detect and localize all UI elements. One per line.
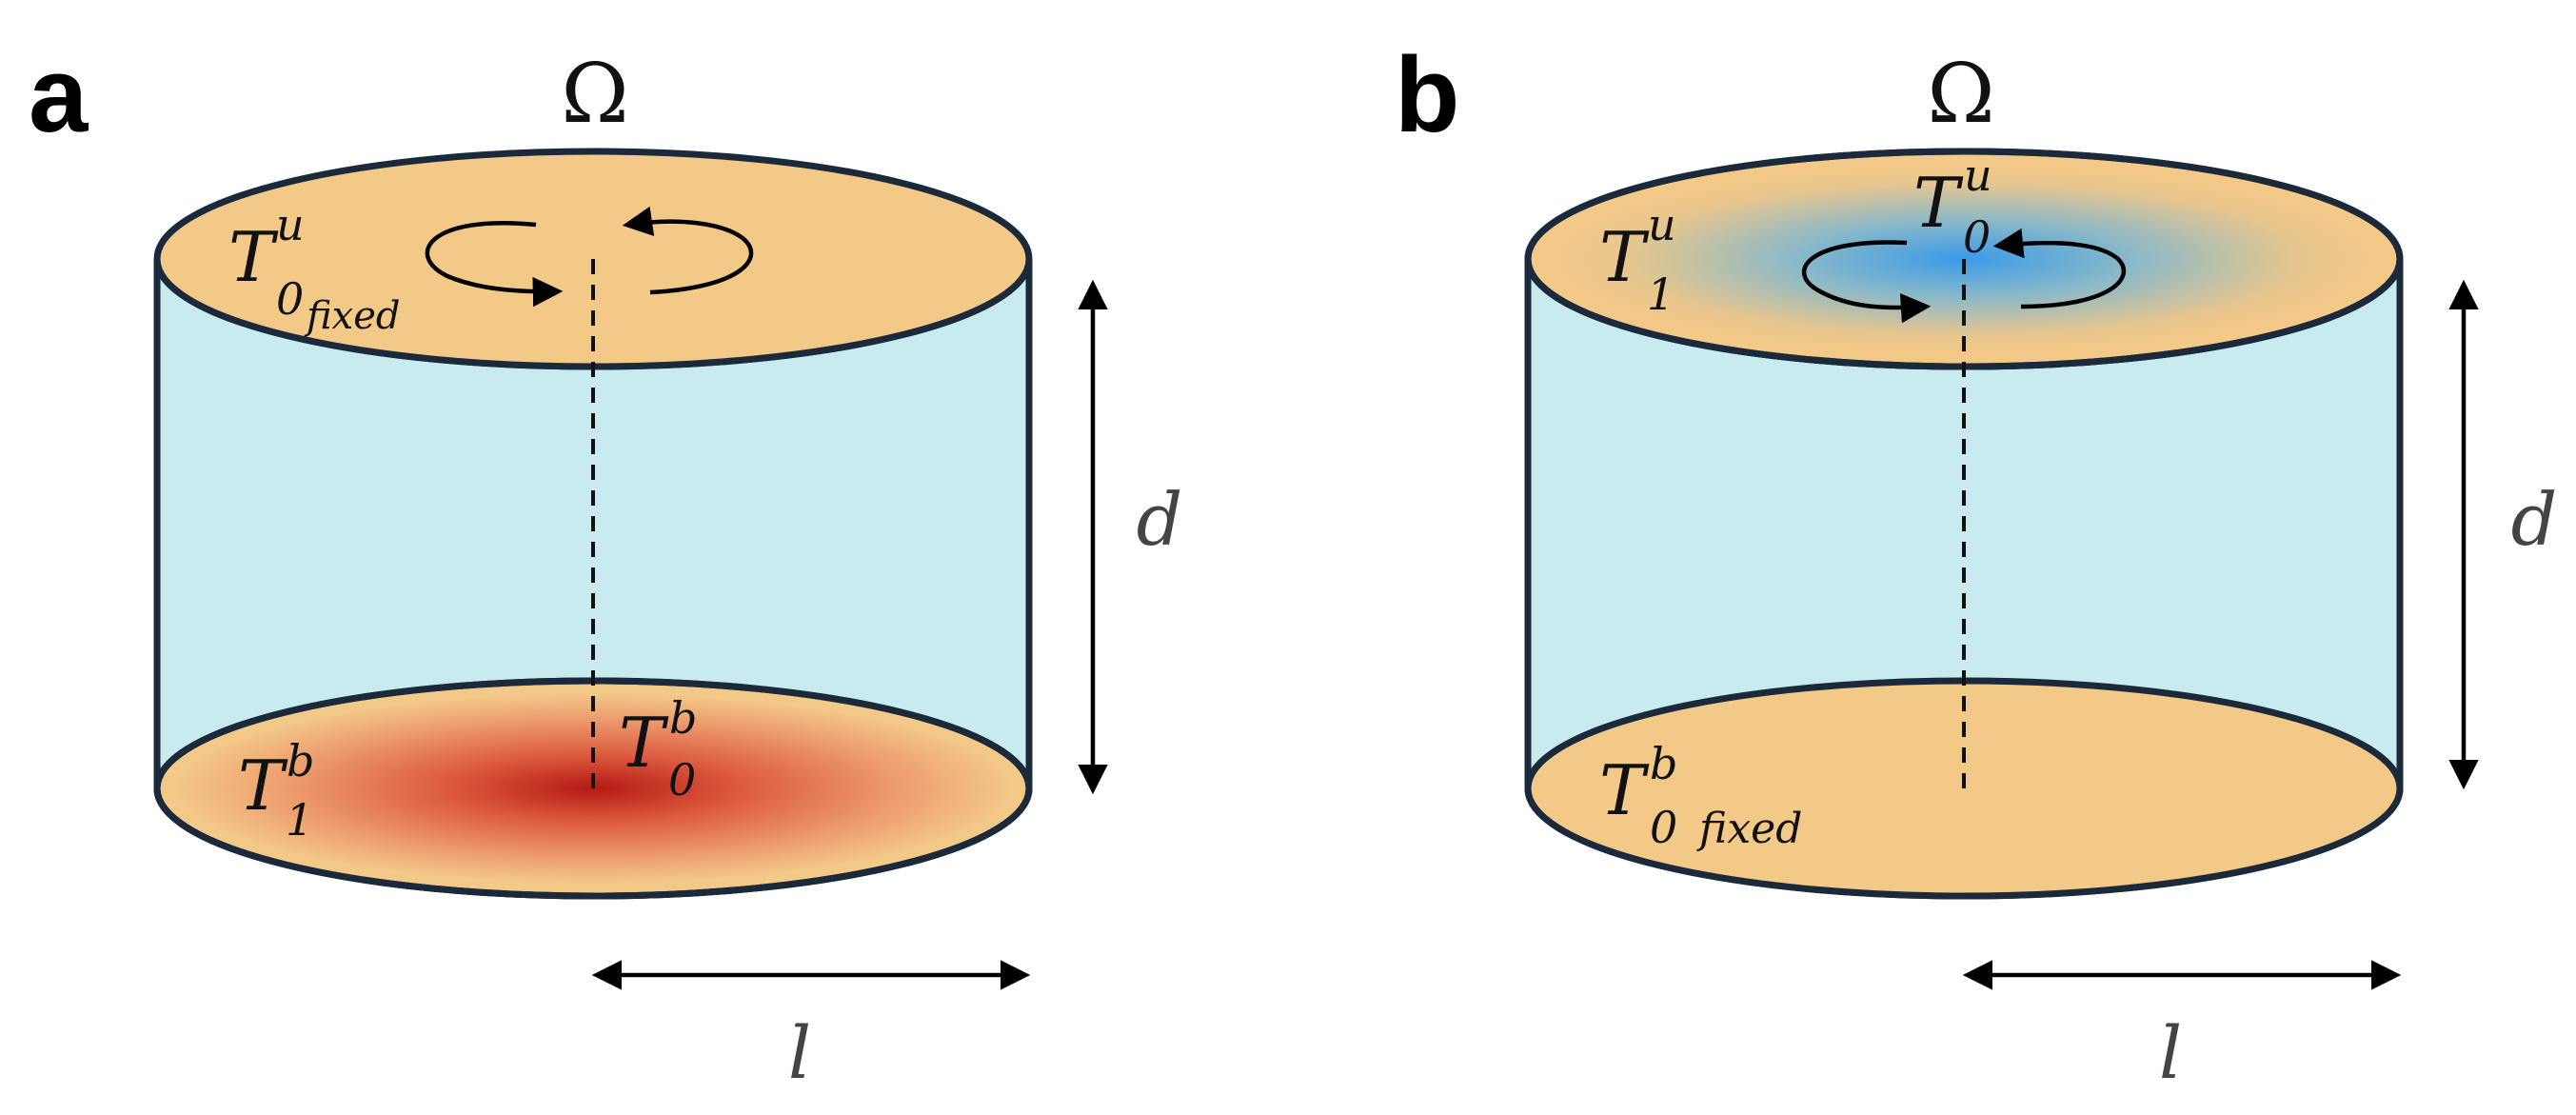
svg-text:fixed: fixed bbox=[1696, 805, 1802, 853]
height-label-b: d bbox=[2511, 477, 2558, 562]
label-T1u: T u 1 bbox=[1599, 199, 1676, 320]
svg-text:0: 0 bbox=[1963, 211, 1991, 263]
panel-a-letter: a bbox=[29, 35, 89, 154]
svg-text:1: 1 bbox=[286, 794, 313, 846]
svg-text:u: u bbox=[276, 199, 305, 250]
svg-text:T: T bbox=[1599, 750, 1650, 830]
svg-text:T: T bbox=[228, 217, 279, 297]
svg-text:T: T bbox=[238, 746, 288, 826]
panel-b-letter: b bbox=[1395, 35, 1459, 154]
svg-text:b: b bbox=[669, 692, 697, 744]
height-label-a: d bbox=[1137, 477, 1183, 562]
label-T1b: T b 1 bbox=[238, 735, 314, 846]
svg-text:T: T bbox=[1599, 217, 1650, 297]
svg-text:u: u bbox=[1964, 149, 1992, 201]
radius-label-a: l bbox=[788, 1010, 811, 1095]
rotation-symbol-b: Ω bbox=[1927, 47, 1994, 142]
rotation-arrow-icon bbox=[425, 206, 754, 308]
svg-text:fixed: fixed bbox=[304, 294, 401, 338]
svg-text:0: 0 bbox=[276, 273, 304, 325]
svg-text:b: b bbox=[1650, 738, 1677, 789]
panel-a: a Ω T u 0 fixed T b 1 T b bbox=[29, 35, 1182, 1095]
radius-label-b: l bbox=[2159, 1010, 2182, 1095]
label-T0b: T b 0 bbox=[619, 692, 697, 806]
svg-text:0: 0 bbox=[668, 754, 696, 806]
svg-text:1: 1 bbox=[1647, 269, 1674, 320]
label-T0u: T u 0 bbox=[1913, 149, 1992, 263]
svg-text:b: b bbox=[287, 735, 314, 786]
rotation-symbol-a: Ω bbox=[561, 47, 628, 142]
rotation-arrow-icon bbox=[1801, 228, 2126, 324]
label-T0u-fixed: T u 0 fixed bbox=[228, 199, 401, 338]
panel-b: b Ω T u 1 T u 0 T b 0 f bbox=[1395, 35, 2557, 1095]
svg-text:u: u bbox=[1648, 199, 1676, 250]
svg-text:0: 0 bbox=[1650, 802, 1677, 853]
svg-text:T: T bbox=[1913, 163, 1964, 243]
label-T0b-fixed: T b 0 fixed bbox=[1599, 738, 1802, 853]
svg-text:T: T bbox=[619, 703, 669, 783]
